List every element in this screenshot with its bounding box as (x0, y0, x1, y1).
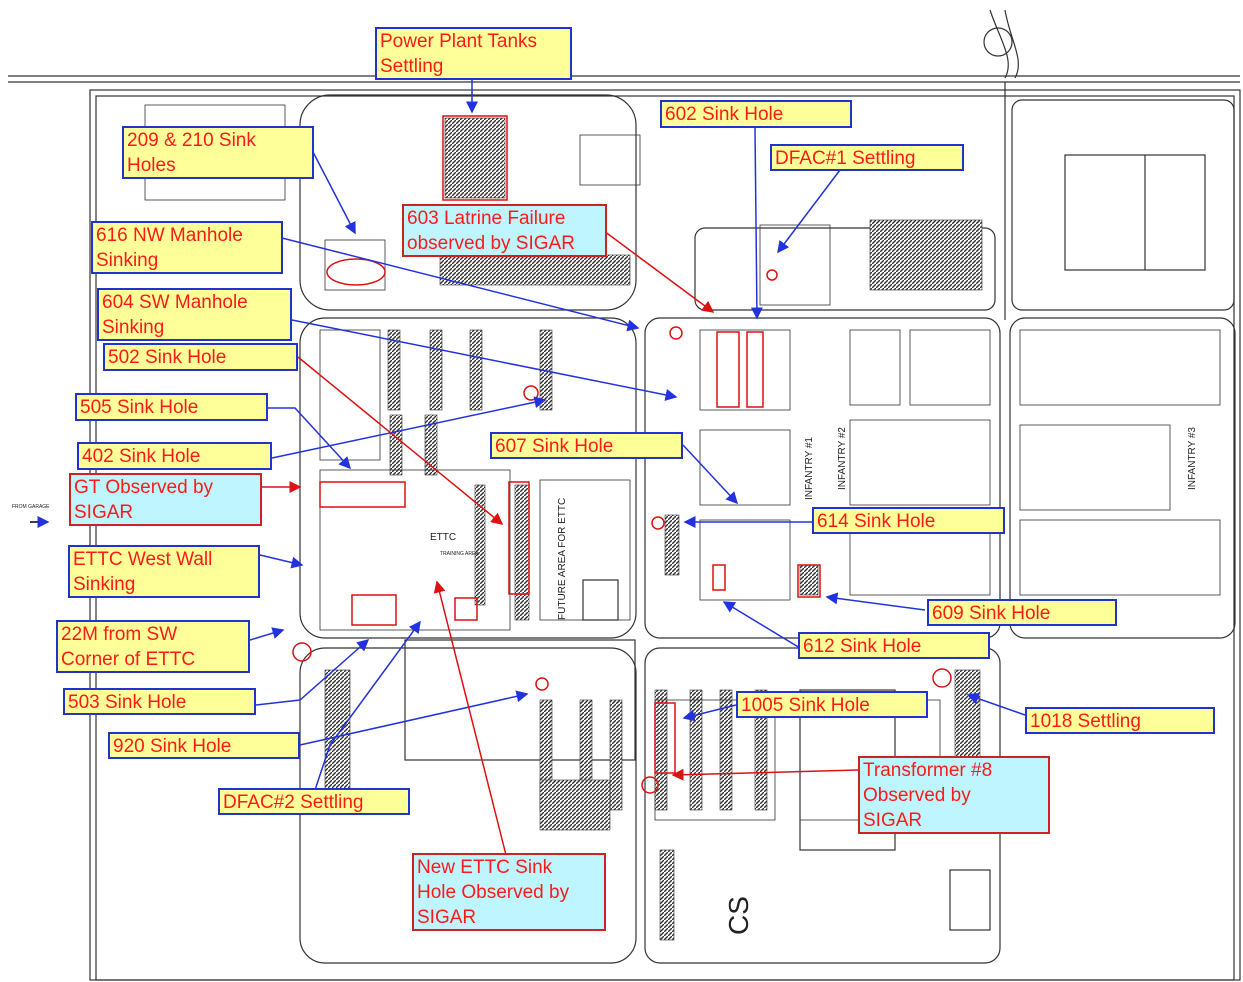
blue-arrows (249, 80, 1026, 791)
future-area-label: FUTURE AREA FOR ETTC (557, 498, 568, 620)
callout-503-sink-hole: 503 Sink Hole (63, 688, 256, 715)
callout-209-210-sink-holes: 209 & 210 Sink Holes (122, 126, 314, 179)
infantry-2-label: INFANTRY #2 (837, 427, 848, 490)
callout-505-sink-hole: 505 Sink Hole (75, 393, 268, 421)
callout-dfac1-settling: DFAC#1 Settling (770, 144, 964, 171)
callout-1005-sink-hole: 1005 Sink Hole (736, 691, 928, 718)
callout-607-sink-hole: 607 Sink Hole (490, 432, 683, 459)
callout-402-sink-hole: 402 Sink Hole (77, 442, 272, 470)
callout-616-nw-manhole: 616 NW Manhole Sinking (91, 221, 283, 274)
from-garage-label: FROM GARAGE (12, 504, 50, 510)
cs-label: CS (723, 896, 754, 935)
callout-604-sw-manhole: 604 SW Manhole Sinking (97, 288, 292, 341)
callout-614-sink-hole: 614 Sink Hole (812, 507, 1005, 534)
red-highlights (292, 115, 952, 794)
training-area-label: TRAINING AREA (440, 551, 479, 557)
callout-dfac2-settling: DFAC#2 Settling (218, 788, 410, 815)
infantry-1-label: INFANTRY #1 (804, 437, 815, 500)
callout-gt-observed: GT Observed by SIGAR (69, 473, 262, 526)
callout-603-latrine-failure: 603 Latrine Failure observed by SIGAR (402, 204, 607, 257)
red-arrows (262, 227, 859, 856)
callout-transformer-8: Transformer #8 Observed by SIGAR (858, 756, 1050, 834)
callout-new-ettc-sink-hole: New ETTC Sink Hole Observed by SIGAR (412, 853, 606, 931)
callout-22m-sw-corner: 22M from SW Corner of ETTC (56, 620, 250, 673)
perimeter-walls (8, 9, 1241, 981)
plan-text: ETTC TRAINING AREA FUTURE AREA FOR ETTC … (12, 427, 1198, 935)
ettc-map-label: ETTC (430, 532, 456, 543)
callout-ettc-west-wall: ETTC West Wall Sinking (68, 545, 260, 598)
callout-power-plant-tanks: Power Plant Tanks Settling (375, 27, 572, 80)
callout-1018-settling: 1018 Settling (1025, 707, 1215, 734)
callout-609-sink-hole: 609 Sink Hole (927, 599, 1117, 626)
callout-502-sink-hole: 502 Sink Hole (103, 343, 298, 371)
callout-612-sink-hole: 612 Sink Hole (798, 632, 990, 659)
callout-920-sink-hole: 920 Sink Hole (108, 732, 300, 759)
infantry-3-label: INFANTRY #3 (1187, 427, 1198, 490)
callout-602-sink-hole: 602 Sink Hole (660, 100, 852, 128)
